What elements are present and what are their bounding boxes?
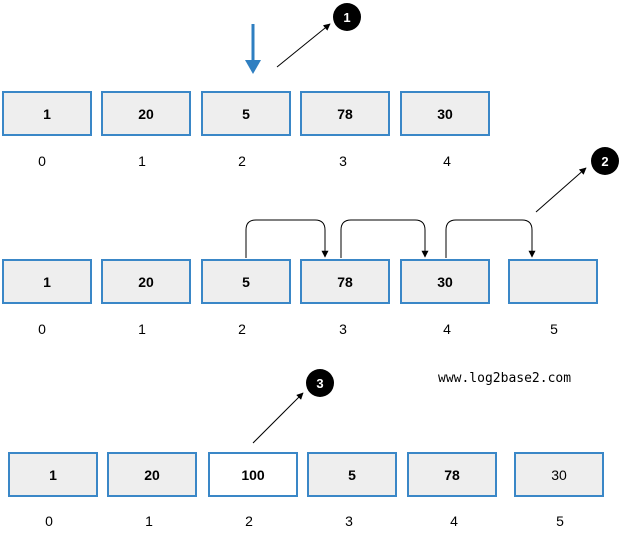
row-1-cell: 5 [201,91,291,136]
row-1-index: 4 [443,153,451,169]
row-2-cell [508,259,598,304]
row-1-index: 2 [238,153,246,169]
row-3-cell: 1 [8,452,98,497]
row-2-index: 5 [550,321,558,337]
shift-arrows [245,219,536,258]
row-1-cell-value: 1 [43,106,51,122]
row-1-cell: 30 [400,91,490,136]
row-1-cell-value: 78 [337,106,353,122]
row-1-array: 1 20 5 78 30 [2,91,490,136]
row-3-index: 0 [45,513,53,529]
row-3-index: 1 [145,513,153,529]
diagonal-arrow-icon [252,392,304,444]
row-2-index: 4 [443,321,451,337]
step-badge: 2 [591,147,619,175]
diagonal-arrow-icon [276,23,331,68]
row-2-index: 1 [138,321,146,337]
row-2-cell: 1 [2,259,92,304]
row-1-index: 0 [38,153,46,169]
row-2-index: 2 [238,321,246,337]
row-2-cell: 30 [400,259,490,304]
row-3-index: 2 [245,513,253,529]
row-1-cell: 20 [101,91,191,136]
step-badge: 3 [306,369,334,397]
row-2-cell: 20 [101,259,191,304]
curved-shift-arrow-icon [245,219,329,258]
row-1-cell: 1 [2,91,92,136]
row-1-indices: 0 1 2 3 4 [38,153,451,169]
row-2-cell: 5 [201,259,291,304]
row-1-index: 3 [339,153,347,169]
row-3-inserted-cell: 100 [208,452,298,497]
watermark: www.log2base2.com [438,371,571,386]
row-3-index: 5 [556,513,564,529]
step-badge-number: 2 [601,154,608,169]
step-badge-number: 3 [316,376,323,391]
row-3-cell: 5 [307,452,397,497]
row-3-indices: 0 1 2 3 4 5 [45,513,564,529]
row-3-cell-value: 30 [551,467,567,483]
diagonal-arrow-icon [535,167,587,213]
step-badge-number: 1 [343,10,350,25]
row-2-cell-value: 5 [242,274,250,290]
row-1-cell-value: 20 [138,106,154,122]
curved-shift-arrow-icon [340,219,429,258]
row-2-cell-value: 30 [437,274,453,290]
row-3-index: 3 [345,513,353,529]
row-3-cell-value: 5 [348,467,356,483]
row-2-cell-value: 1 [43,274,51,290]
row-3-index: 4 [450,513,458,529]
row-3-cell-value: 20 [144,467,160,483]
row-2-cell: 78 [300,259,390,304]
curved-shift-arrow-icon [445,219,536,258]
row-3-cell-value: 1 [49,467,57,483]
row-1-cell: 78 [300,91,390,136]
row-3-cell: 20 [107,452,197,497]
step-badge: 1 [333,3,361,31]
row-2-cell-value: 78 [337,274,353,290]
row-2-index: 3 [339,321,347,337]
row-1-cell-value: 30 [437,106,453,122]
down-arrow-icon [245,24,261,74]
row-3-array: 1 20 100 5 78 30 [8,452,604,497]
row-3-cell: 78 [407,452,497,497]
row-3-cell: 30 [514,452,604,497]
row-1-index: 1 [138,153,146,169]
row-1-cell-value: 5 [242,106,250,122]
row-2-cell-value: 20 [138,274,154,290]
row-2-indices: 0 1 2 3 4 5 [38,321,558,337]
row-2-array: 1 20 5 78 30 [2,259,598,304]
row-3-cell-value: 100 [241,467,265,483]
row-3-cell-value: 78 [444,467,460,483]
row-2-index: 0 [38,321,46,337]
